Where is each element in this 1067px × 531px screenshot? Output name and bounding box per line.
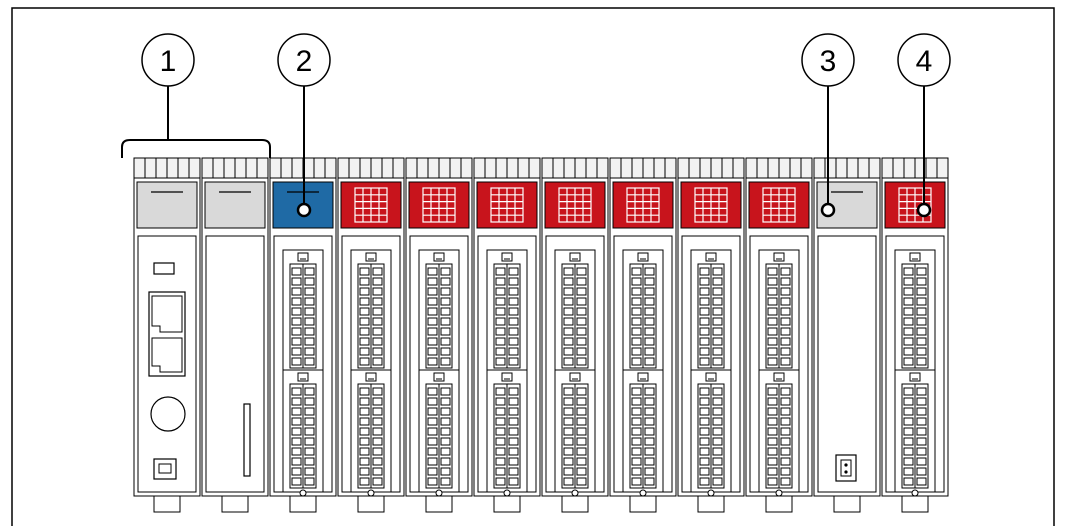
terminal-block-icon xyxy=(894,369,936,497)
callout-circle xyxy=(277,33,331,87)
terminal-block-icon xyxy=(622,369,664,497)
callout-number: 4 xyxy=(916,45,933,78)
module-io xyxy=(609,157,677,513)
red-module-label xyxy=(408,181,470,229)
terminal-block-icon xyxy=(418,249,460,377)
sd-card-slot-icon xyxy=(243,403,251,477)
din-rail-foot xyxy=(221,495,249,513)
module-power xyxy=(813,157,881,513)
rj45-port-icon xyxy=(148,291,186,377)
callout-number: 1 xyxy=(160,45,177,78)
red-module-label xyxy=(340,181,402,229)
terminal-block-icon xyxy=(282,369,324,497)
din-rail-foot xyxy=(493,495,521,513)
terminal-block-icon xyxy=(690,369,732,497)
terminal-block-icon xyxy=(894,249,936,377)
terminal-block-icon xyxy=(282,249,324,377)
module-head-network xyxy=(133,157,201,513)
red-module-label xyxy=(680,181,742,229)
module-io xyxy=(745,157,813,513)
status-led-icon xyxy=(153,262,175,275)
module-io xyxy=(405,157,473,513)
module-io xyxy=(881,157,949,513)
din-rail-foot xyxy=(629,495,657,513)
callout-1: 1 xyxy=(141,33,195,87)
callout-target-dot xyxy=(916,202,932,218)
usb-port-icon xyxy=(153,458,177,480)
module-front-panel xyxy=(205,235,265,493)
callout-circle xyxy=(801,33,855,87)
red-module-label xyxy=(612,181,674,229)
callout-3: 3 xyxy=(801,33,855,218)
head-station-bracket xyxy=(121,86,271,158)
din-rail-foot xyxy=(357,495,385,513)
module-io xyxy=(541,157,609,513)
module-status-label xyxy=(204,181,266,229)
round-button-icon xyxy=(150,396,186,432)
callout-circle xyxy=(897,33,951,87)
callouts-layer: 1 2 3 4 xyxy=(141,33,951,218)
module-io xyxy=(677,157,745,513)
module-io xyxy=(473,157,541,513)
din-rail-foot xyxy=(153,495,181,513)
terminal-block-icon xyxy=(554,369,596,497)
callout-4: 4 xyxy=(897,33,951,218)
callout-circle xyxy=(141,33,195,87)
callout-number: 3 xyxy=(820,45,837,78)
din-rail-foot xyxy=(289,495,317,513)
terminal-block-icon xyxy=(350,249,392,377)
red-module-label xyxy=(884,181,946,229)
module-io xyxy=(337,157,405,513)
power-connector-icon xyxy=(835,454,857,482)
callout-number: 2 xyxy=(296,45,313,78)
callout-target-dot xyxy=(820,202,836,218)
red-module-label xyxy=(748,181,810,229)
red-module-label xyxy=(476,181,538,229)
din-rail-foot xyxy=(765,495,793,513)
terminal-block-icon xyxy=(350,369,392,497)
modules-layer xyxy=(133,157,949,513)
terminal-block-icon xyxy=(758,249,800,377)
terminal-block-icon xyxy=(622,249,664,377)
red-module-label xyxy=(544,181,606,229)
terminal-block-icon xyxy=(418,369,460,497)
terminal-block-icon xyxy=(554,249,596,377)
din-rail-foot xyxy=(561,495,589,513)
terminal-block-icon xyxy=(486,249,528,377)
terminal-block-icon xyxy=(690,249,732,377)
figure-frame xyxy=(11,7,1055,526)
din-rail-foot xyxy=(697,495,725,513)
module-front-panel xyxy=(817,235,877,493)
din-rail-foot xyxy=(901,495,929,513)
din-rail-foot xyxy=(425,495,453,513)
din-rail-foot xyxy=(833,495,861,513)
terminal-block-icon xyxy=(758,369,800,497)
callout-target-dot xyxy=(296,202,312,218)
terminal-block-icon xyxy=(486,369,528,497)
module-head-blank xyxy=(201,157,269,513)
callout-2: 2 xyxy=(277,33,331,218)
module-status-label xyxy=(136,181,198,229)
